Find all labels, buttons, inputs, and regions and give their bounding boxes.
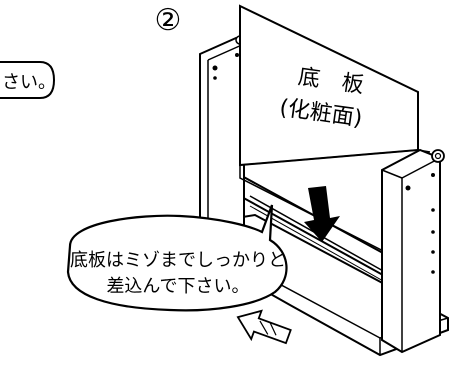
- left-callout-text: さい。: [2, 72, 56, 93]
- direction-arrow-icon: [236, 309, 292, 345]
- bubble-line2: 差込んで下さい。: [106, 276, 249, 297]
- right-side-post: [381, 148, 445, 354]
- step-number: ②: [155, 3, 182, 38]
- insertion-arrow-icon: [304, 186, 340, 242]
- left-callout: さい。: [0, 61, 56, 99]
- bubble-line1: 底板はミゾまでしっかりと: [70, 250, 286, 271]
- instruction-bubble: 底板はミゾまでしっかりと 差込んで下さい。: [66, 204, 288, 312]
